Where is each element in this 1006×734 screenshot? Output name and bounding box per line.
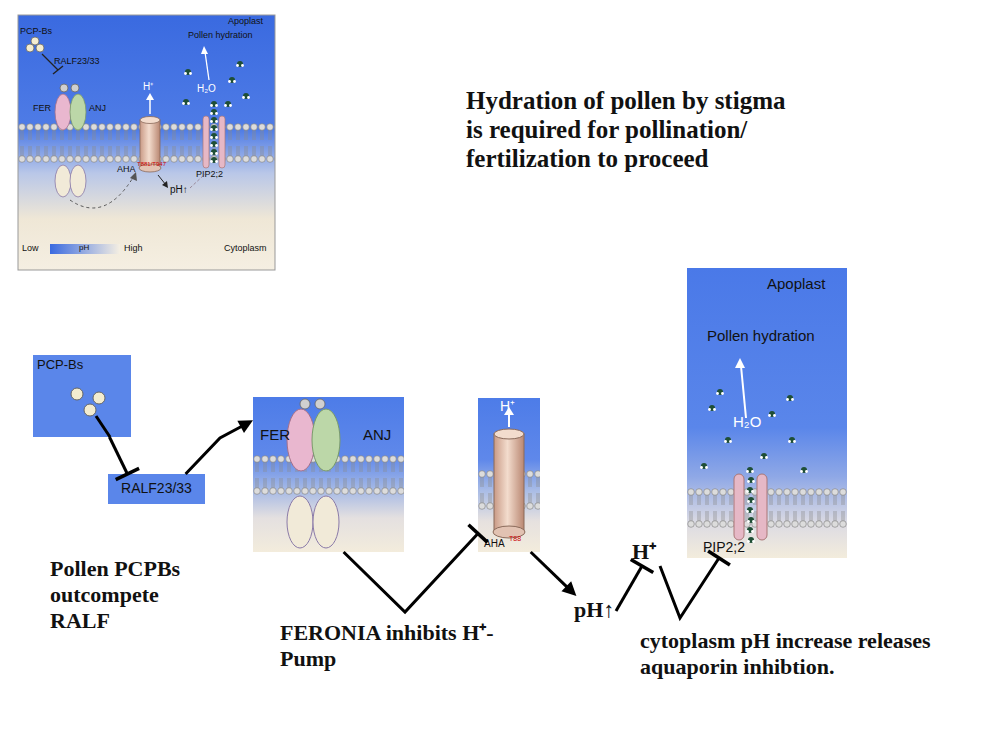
arrow-head [561,581,576,596]
water-molecule [184,69,192,75]
figure-label: H₂O [197,83,216,94]
water-molecule [210,149,218,155]
aquaporin-wall [203,116,209,168]
node-text: Apoplast [767,276,825,293]
anj-receptor [70,94,86,130]
pump-cylinder [140,120,160,168]
step-note: FERONIA inhibits H⁺-Pump [280,620,515,672]
ralf-peptide [60,84,68,92]
figure-label: High [124,244,143,254]
figure-label: ANJ [89,104,106,114]
connector-line [616,566,642,611]
arrow-head [146,93,154,100]
fer-receptor [55,94,71,130]
water-molecule [210,157,218,163]
arrow-head [237,420,253,433]
figure-label: AHA [117,165,136,175]
inhibition-connector [616,559,653,611]
arrow-head [162,181,168,188]
figure-label: FER [33,104,51,114]
node-text: PIP2;2 [703,540,745,555]
arrow-connector [531,552,577,596]
water-molecule [210,109,218,115]
figure-label: pH [79,244,89,253]
node-text: pH↑ [574,598,614,622]
node-text: H⁺ [632,540,656,564]
hydration-arrow [205,52,209,80]
figure-label: PCP-Bs [20,27,52,37]
pcp-molecule [36,44,44,52]
proton-node: H⁺ [630,538,660,566]
inset-figure [18,15,275,270]
water-molecule [228,77,236,83]
kinase-domain [55,165,71,197]
pump-box: H⁺ AHA T88 [478,398,540,552]
figure-label: Pollen hydration [188,31,253,41]
node-text: Pollen hydration [707,328,815,345]
figure-label: RALF23/33 [54,57,100,67]
node-text: ANJ [363,427,391,444]
figure-label: H⁺ [143,81,153,92]
step-note: cytoplasm pH increase releases aquaporin… [640,628,935,680]
node-text: H⁺ [500,399,515,414]
connector-line [531,552,569,589]
proton-arrow [149,98,151,114]
water-molecule [210,117,218,123]
node-text: AHA [484,538,505,549]
heading-note: Hydration of pollen by stigma is require… [466,86,786,173]
water-molecule [224,101,232,107]
water-molecule [210,125,218,131]
node-text: FER [260,427,290,444]
node-text: T88 [509,535,521,543]
ph-scale-bar [50,244,120,254]
membrane [18,123,275,163]
step-note: Pollen PCPBs outcompete RALF [50,556,210,634]
node-text: H₂O [733,414,761,431]
figure-label: T881/T947 [137,161,166,168]
water-molecule [182,99,190,105]
ph-node: pH↑ [572,596,616,626]
connector-line [186,425,245,474]
water-molecule [210,141,218,147]
figure-label: Cytoplasm [224,244,267,254]
receptor-box: FER ANJ [253,397,404,552]
peptide-box: RALF23/33 [108,474,205,504]
water-molecule [210,133,218,139]
kinase-domain [70,165,86,197]
ralf-peptide [71,84,79,92]
inset-background [18,15,275,270]
node-text: RALF23/33 [108,481,205,496]
figure-label: PIP2;2 [196,170,223,180]
pcp-molecule [31,37,39,45]
aquaporin-box: ApoplastPollen hydrationH₂O PIP2;2 [687,268,847,558]
molecule-box: PCP-Bs [33,355,131,437]
arrow-head [201,46,208,54]
connector-line [660,558,719,618]
node-text: PCP-Bs [37,358,83,372]
ph-arrow [158,175,166,185]
aquaporin-wall [219,116,225,168]
figure-label: pH↑ [170,184,188,195]
dashed-arrow [70,176,134,208]
connector-line [109,437,127,474]
water-molecule [242,93,250,99]
pump-top [140,117,160,124]
inhibition-bar [53,66,63,74]
pcp-molecule [26,44,34,52]
water-molecule [236,61,244,67]
arrow-connector [186,420,253,474]
figure-label: Low [22,244,39,254]
water-molecule [210,101,218,107]
inhibition-connector [660,551,730,618]
membrane-band [18,123,275,163]
figure-label: Apoplast [228,17,263,27]
